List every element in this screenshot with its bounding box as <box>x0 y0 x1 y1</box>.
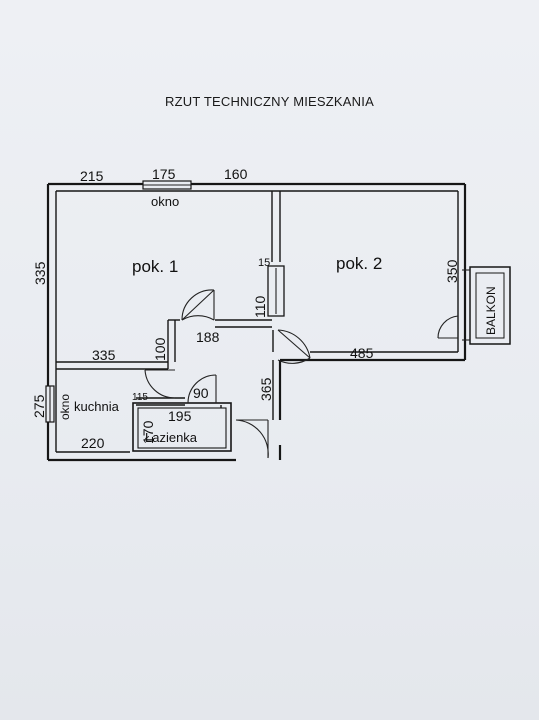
dim-room1-partition: 100 <box>152 337 168 361</box>
dim-hall-width: 188 <box>196 329 220 345</box>
balcony <box>462 266 511 345</box>
bathroom-label: Łazienka <box>145 430 198 445</box>
dim-room2-bottom: 485 <box>350 345 374 361</box>
interior-walls <box>56 191 285 452</box>
dim-top-left: 215 <box>80 168 104 184</box>
windows <box>45 180 192 423</box>
window-label-kitchen: okno <box>58 394 72 420</box>
kitchen-label: kuchnia <box>74 399 120 414</box>
room1-label: pok. 1 <box>132 257 178 276</box>
dim-left-kitchen: 275 <box>31 394 47 418</box>
dim-bath-height: 170 <box>140 420 156 444</box>
dim-doorway-110: 110 <box>252 295 268 318</box>
dim-kitchen-small: 115 <box>132 392 148 403</box>
dim-bath-width: 195 <box>168 408 192 424</box>
outer-walls <box>46 182 467 462</box>
balcony-label: BALKON <box>484 286 498 335</box>
dim-doorway-15: 15 <box>258 257 270 269</box>
plan-title: RZUT TECHNICZNY MIESZKANIA <box>165 94 374 109</box>
window-label-top: okno <box>151 194 179 209</box>
dim-room1-bottom: 335 <box>92 347 116 363</box>
dim-top-window: 175 <box>152 166 176 182</box>
dim-kitchen-bottom: 220 <box>81 435 105 451</box>
dim-hall-height: 365 <box>258 377 274 401</box>
dim-top-right: 160 <box>224 166 248 182</box>
dim-left-room1: 335 <box>32 261 48 285</box>
doors <box>144 289 459 459</box>
dim-bath-door: 90 <box>193 385 209 401</box>
room2-label: pok. 2 <box>336 254 382 273</box>
dim-room2-right: 350 <box>444 259 460 283</box>
